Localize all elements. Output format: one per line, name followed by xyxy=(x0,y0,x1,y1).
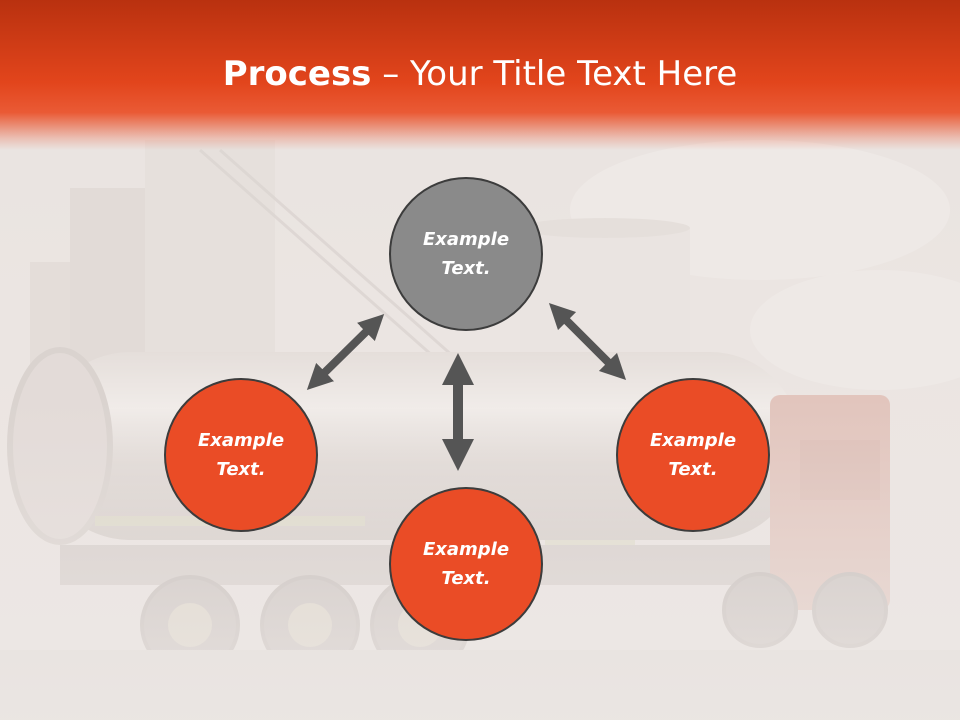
node-left-text: Example Text. xyxy=(197,430,285,480)
slide-title: Process – Your Title Text Here xyxy=(0,52,960,96)
title-rest: – Your Title Text Here xyxy=(371,54,738,94)
process-node-bottom[interactable]: Example Text. xyxy=(389,487,543,641)
title-bold: Process xyxy=(222,54,372,94)
arrow-top-left xyxy=(306,314,385,390)
node-right-text: Example Text. xyxy=(649,430,737,480)
title-bar xyxy=(0,0,960,150)
node-top-text: Example Text. xyxy=(422,229,510,279)
arrow-top-right xyxy=(548,302,627,381)
process-node-top[interactable]: Example Text. xyxy=(389,177,543,331)
node-bottom-text: Example Text. xyxy=(422,539,510,589)
process-node-left[interactable]: Example Text. xyxy=(164,378,318,532)
process-node-right[interactable]: Example Text. xyxy=(616,378,770,532)
